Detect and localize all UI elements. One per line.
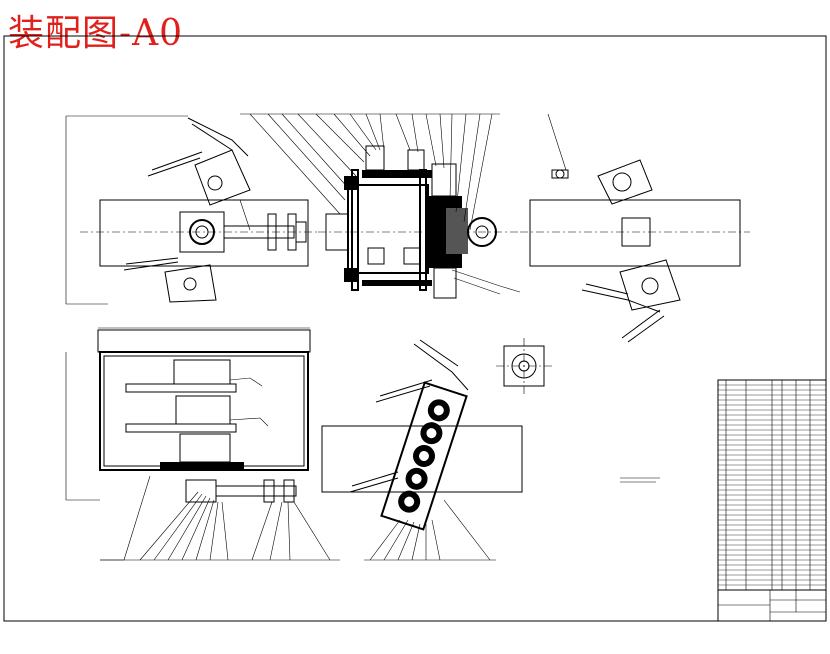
bottom-center-view [321, 339, 523, 561]
bottom-left-view [65, 327, 311, 503]
sheet-border [3, 35, 827, 622]
bottom-left-leaders [100, 475, 340, 561]
drawing-title: 装配图-A0 [8, 13, 184, 54]
technical-notes [620, 477, 660, 483]
top-right-view [520, 159, 750, 343]
top-leader-lines [240, 113, 567, 231]
flange-view [496, 338, 552, 394]
top-left-view [65, 115, 320, 305]
bill-of-materials [717, 379, 827, 622]
top-center-view [318, 145, 521, 299]
